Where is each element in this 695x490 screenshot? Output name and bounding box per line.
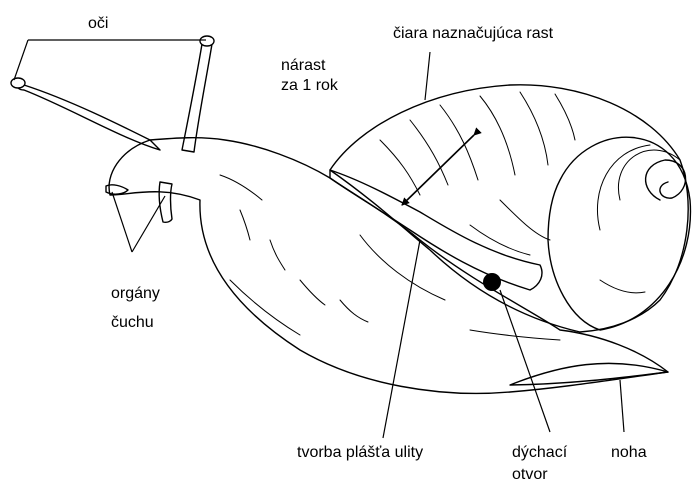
label-growth-year-line1: nárast [281,56,325,75]
label-breathing-pore-line2: otvor [512,465,548,484]
label-breathing-pore-line1: dýchací [512,443,567,462]
label-foot: noha [611,443,647,462]
label-growth-year-line2: za 1 rok [281,76,338,95]
label-eyes: oči [88,14,108,33]
label-smell-organs-line1: orgány [111,284,160,303]
growth-arrow [402,135,474,205]
label-growth-line: čiara naznačujúca rast [393,24,553,43]
label-smell-organs-line2: čuchu [111,313,154,332]
label-mantle: tvorba plášťa ulity [297,443,423,462]
shell [330,85,690,332]
breathing-pore [483,273,501,291]
leader-lines [14,40,624,438]
eye-tentacles [11,36,214,152]
snail-foot [510,363,668,385]
